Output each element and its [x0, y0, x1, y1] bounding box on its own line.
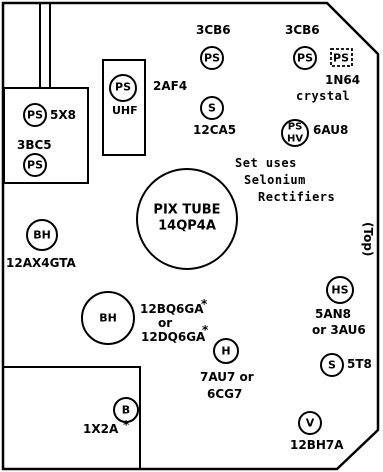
label-3cb6-right: 3CB6 [285, 23, 320, 37]
code-6au8: PS [287, 121, 303, 133]
code-5t8: S [328, 358, 336, 372]
label-3cb6-left: 3CB6 [196, 23, 231, 37]
mark-12dq6ga: * [202, 323, 209, 337]
label-6au8: 6AU8 [313, 123, 349, 137]
label-uhf: UHF [112, 104, 138, 117]
label-12bh7a: 12BH7A [290, 438, 344, 452]
code-uhf: PS [115, 80, 131, 94]
socket-12ax4gta [26, 219, 58, 251]
label-2af4: 2AF4 [153, 79, 188, 93]
label-3bc5: 3BC5 [17, 138, 52, 152]
label-7au7: 7AU7 or [200, 370, 254, 384]
label-5an8: 5AN8 [315, 307, 352, 321]
label-12ca5: 12CA5 [193, 123, 237, 137]
code-7au7: H [221, 344, 231, 358]
socket-12bh7a [298, 411, 322, 435]
label-5x8: 5X8 [50, 108, 76, 122]
code-12ca5: S [208, 101, 216, 115]
socket-5an8 [326, 276, 354, 304]
socket-3bc5 [23, 153, 47, 177]
label-12dq6ga: 12DQ6GA [141, 330, 206, 344]
note-top: (Top) [361, 222, 375, 257]
label-5t8: 5T8 [347, 357, 372, 371]
socket-5x8 [23, 103, 47, 127]
code-diode: PS [333, 51, 349, 65]
hv-cage-box [4, 366, 141, 469]
socket-12bq6ga [81, 291, 135, 345]
pix-tube-label: PIX TUBE [153, 202, 221, 218]
label-12bq6ga: 12BQ6GA [140, 302, 204, 316]
note-set-uses: Set uses [235, 156, 297, 170]
label-or: or [158, 316, 173, 330]
code-3cb6-left: PS [204, 51, 220, 65]
socket-1x2a [113, 397, 139, 423]
label-crystal: crystal [296, 89, 351, 103]
code-3cb6-right: PS [297, 51, 313, 65]
label-1x2a: 1X2A [83, 422, 119, 436]
socket-5t8 [320, 353, 344, 377]
socket-12ca5 [200, 96, 224, 120]
label-3au6: or 3AU6 [312, 323, 366, 337]
note-rectifiers: Rectifiers [258, 190, 336, 204]
picture-tube-socket [136, 168, 238, 270]
socket-3cb6-right [293, 46, 317, 70]
code-5x8: PS [27, 108, 43, 122]
code-12ax4gta: BH [33, 228, 51, 242]
mark-12bq6ga: * [201, 297, 208, 311]
socket-uhf [109, 74, 137, 102]
socket-6au8 [281, 119, 309, 147]
code-3bc5: PS [27, 158, 43, 172]
socket-3cb6-left [200, 46, 224, 70]
code-6au8-sub: HV [286, 133, 304, 145]
code-12bh7a: V [305, 416, 315, 430]
label-6cg7: 6CG7 [207, 387, 243, 401]
code-1x2a: B [121, 403, 131, 417]
label-1n64: 1N64 [325, 73, 361, 87]
note-selonium: Selonium [244, 173, 306, 187]
diode-dashed-box [330, 48, 353, 67]
code-12bq6ga: BH [99, 311, 117, 325]
code-5an8: HS [331, 283, 349, 297]
socket-7au7 [213, 338, 239, 364]
pix-tube-type: 14QP4A [158, 218, 216, 234]
label-12ax4gta: 12AX4GTA [6, 256, 76, 270]
tuner-box [3, 87, 89, 184]
uhf-box [102, 59, 146, 156]
mark-1x2a: * [123, 418, 130, 432]
